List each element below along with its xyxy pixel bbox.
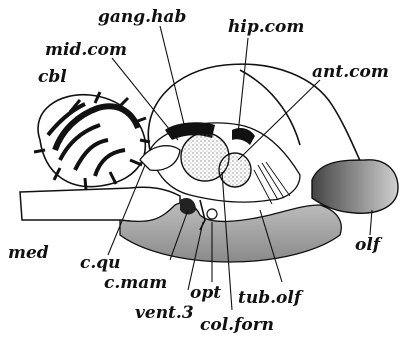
mammillary-body [180, 198, 196, 214]
label-cqu: c.qu [80, 253, 121, 273]
label-vents: vent.3 [135, 303, 194, 323]
label-olf: olf [355, 235, 383, 255]
label-cbl: cbl [38, 67, 67, 87]
label-cmam: c.mam [104, 273, 167, 293]
leader-ganghab [160, 26, 185, 128]
label-med: med [8, 243, 49, 263]
label-ganghab: gang.hab [98, 7, 186, 27]
anterior-commissure [219, 153, 251, 187]
label-tubolf: tub.olf [238, 288, 304, 308]
label-opt: opt [190, 283, 221, 303]
label-hipcom: hip.com [228, 17, 304, 37]
label-colforn: col.forn [200, 315, 274, 335]
label-midcom: mid.com [45, 40, 127, 60]
optic-chiasm [207, 209, 217, 219]
label-antcom: ant.com [312, 62, 389, 82]
olfactory-bulb [312, 160, 398, 213]
leader-hipcom [238, 38, 248, 134]
leader-olf [370, 210, 372, 235]
